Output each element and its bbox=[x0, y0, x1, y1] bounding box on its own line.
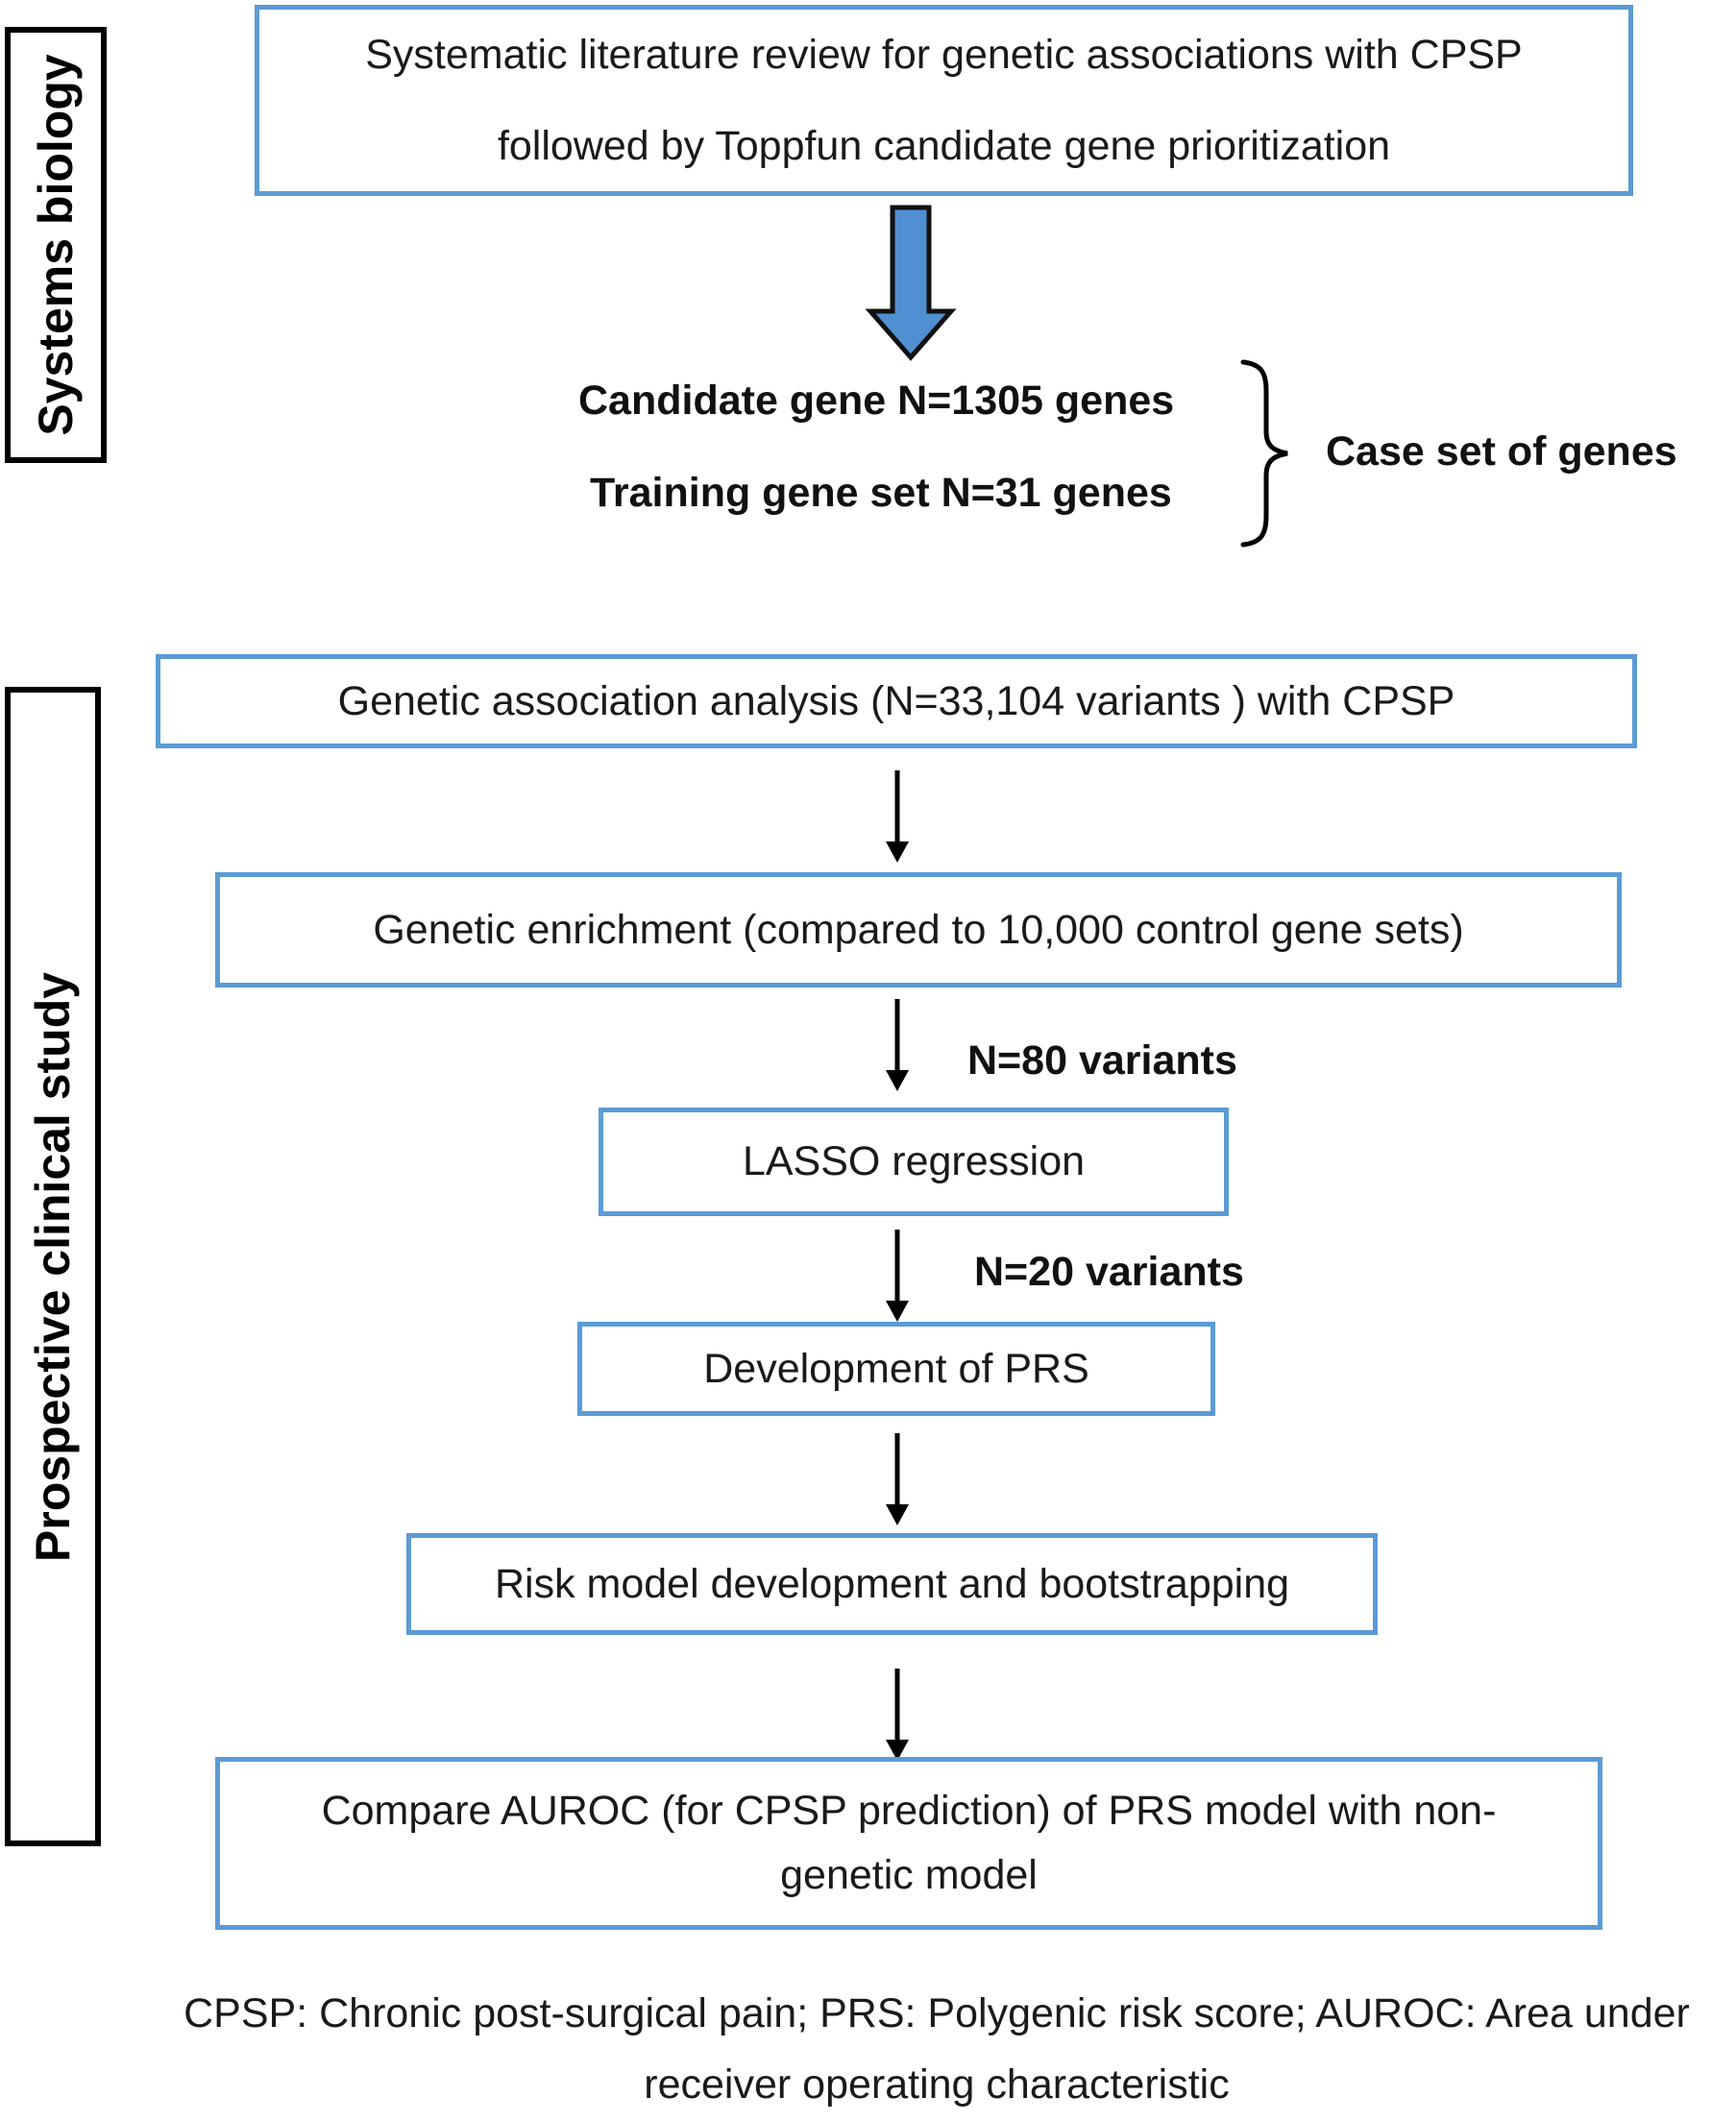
lasso-text: LASSO regression bbox=[742, 1138, 1086, 1185]
association-analysis-box: Genetic association analysis (N=33,104 v… bbox=[156, 654, 1637, 748]
footnote-text: CPSP: Chronic post-surgical pain; PRS: P… bbox=[183, 1990, 1690, 2108]
clinical-study-label: Prospective clinical study bbox=[26, 971, 80, 1562]
literature-review-text: Systematic literature review for genetic… bbox=[365, 31, 1523, 169]
enrichment-text: Genetic enrichment (compared to 10,000 c… bbox=[373, 906, 1464, 953]
down-arrow-icon-2 bbox=[886, 999, 909, 1091]
candidate-gene-text: Candidate gene N=1305 genes bbox=[578, 378, 1175, 424]
clinical-study-section: Prospective clinical study bbox=[5, 687, 101, 1846]
training-gene-text: Training gene set N=31 genes bbox=[590, 470, 1172, 516]
lasso-box: LASSO regression bbox=[599, 1108, 1229, 1216]
association-analysis-text: Genetic association analysis (N=33,104 v… bbox=[337, 677, 1455, 724]
auroc-box: Compare AUROC (for CPSP prediction) of P… bbox=[215, 1757, 1602, 1930]
systems-biology-label: Systems biology bbox=[29, 54, 83, 436]
n80-label: N=80 variants bbox=[967, 1037, 1237, 1084]
down-arrow-icon-4 bbox=[886, 1433, 909, 1525]
risk-model-text: Risk model development and bootstrapping bbox=[494, 1560, 1290, 1607]
curly-brace-icon bbox=[1240, 359, 1288, 548]
big-down-arrow-icon bbox=[865, 205, 957, 361]
down-arrow-icon-5 bbox=[886, 1669, 909, 1761]
down-arrow-icon-1 bbox=[886, 770, 909, 863]
risk-model-box: Risk model development and bootstrapping bbox=[406, 1533, 1378, 1635]
auroc-text: Compare AUROC (for CPSP prediction) of P… bbox=[321, 1788, 1497, 1898]
enrichment-box: Genetic enrichment (compared to 10,000 c… bbox=[215, 872, 1622, 987]
n20-label: N=20 variants bbox=[974, 1249, 1244, 1295]
prs-text: Development of PRS bbox=[703, 1345, 1089, 1392]
prs-box: Development of PRS bbox=[577, 1322, 1215, 1416]
systems-biology-section: Systems biology bbox=[5, 27, 107, 463]
case-set-text: Case set of genes bbox=[1326, 428, 1677, 475]
down-arrow-icon-3 bbox=[886, 1230, 909, 1322]
literature-review-box: Systematic literature review for genetic… bbox=[255, 5, 1633, 196]
